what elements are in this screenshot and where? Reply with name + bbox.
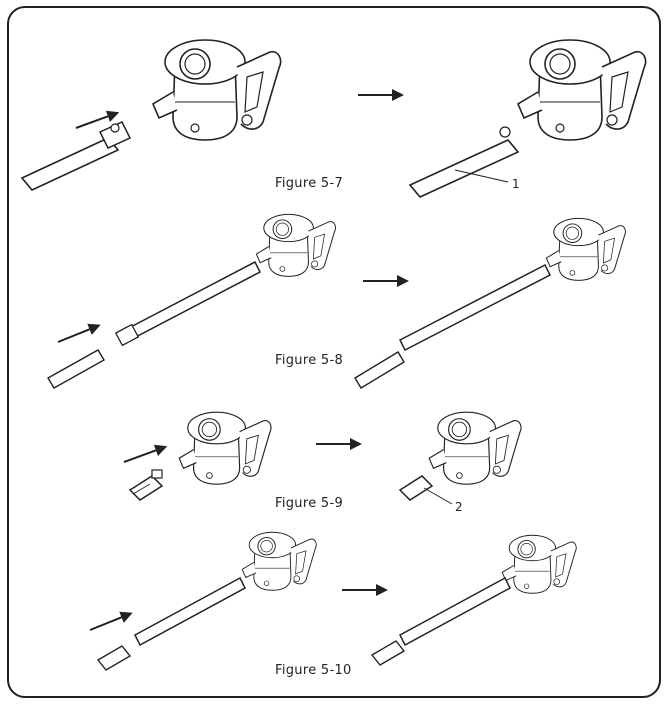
brush-head-icon [370, 640, 406, 666]
figure-5-7-illustration [20, 39, 647, 198]
figure-5-10-illustration [86, 531, 577, 671]
figure-5-8-illustration [47, 213, 626, 389]
handheld-vacuum-icon [255, 213, 336, 277]
figure-caption: Figure 5-7 [275, 176, 344, 191]
insert-arrow-icon [54, 318, 104, 349]
extension-tube-icon [399, 576, 511, 647]
brush-head-icon [398, 475, 453, 505]
callout-label: 2 [455, 500, 463, 514]
handheld-vacuum-icon [241, 531, 317, 591]
figure-caption: Figure 5-8 [275, 353, 344, 368]
handheld-vacuum-icon [545, 217, 626, 281]
right-arrow-icon [357, 88, 405, 102]
right-arrow-icon [341, 583, 389, 597]
extension-tube-icon [408, 126, 520, 198]
page-border [7, 6, 661, 698]
handheld-vacuum-icon [178, 411, 272, 485]
insert-arrow-icon [120, 439, 171, 469]
handheld-vacuum-icon [428, 411, 522, 485]
handheld-vacuum-icon [152, 39, 282, 141]
figure-caption: Figure 5-9 [275, 496, 344, 511]
brush-head-icon [128, 469, 164, 501]
right-arrow-icon [362, 274, 410, 288]
callout-label: 1 [512, 177, 520, 191]
extension-tube-icon [134, 576, 246, 647]
brush-head-icon [96, 645, 132, 671]
extension-tube-icon [20, 121, 132, 191]
handheld-vacuum-icon [517, 39, 647, 141]
right-arrow-icon [315, 437, 363, 451]
figure-caption: Figure 5-10 [275, 663, 352, 678]
extension-tube-icon [398, 263, 552, 352]
extension-tube-icon [123, 260, 262, 342]
figure-5-9-illustration [120, 411, 522, 505]
handheld-vacuum-icon [501, 534, 577, 594]
insert-arrow-icon [86, 606, 136, 637]
